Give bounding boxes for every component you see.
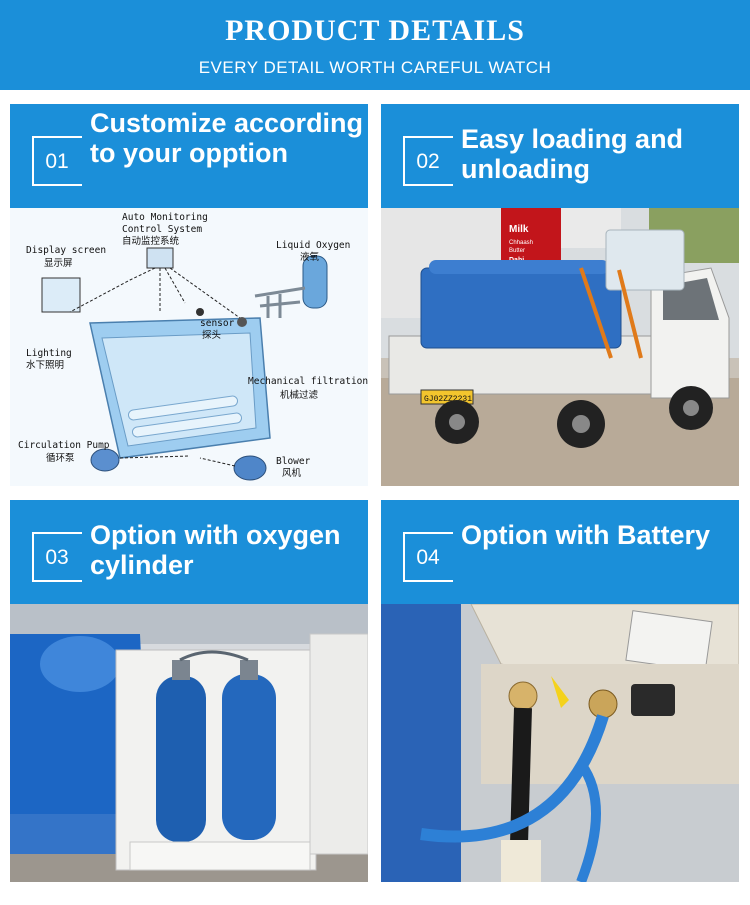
panel-customize: 01 Customize according to your opption A… — [10, 104, 368, 486]
label-mechanical-filtration: Mechanical filtration — [248, 376, 368, 387]
panel-battery: 04 Option with Battery — [381, 500, 739, 882]
label-lighting: Lighting — [26, 348, 72, 359]
system-diagram: Auto Monitoring Control System 自动监控系统 Di… — [10, 208, 368, 486]
truck-photo: Milk Chhaash Butter Dahi GJ02ZZ2231 — [381, 208, 739, 486]
panel-title: Easy loading and unloading — [461, 124, 684, 184]
badge-number: 03 — [45, 546, 69, 569]
panel-header: 01 Customize according to your opption — [10, 104, 368, 208]
label-liquid-oxygen: Liquid Oxygen — [276, 240, 350, 251]
panel-header: 03 Option with oxygen cylinder — [10, 500, 368, 604]
badge-number: 02 — [416, 150, 440, 173]
label-liquid-oxygen-cn: 液氧 — [300, 251, 320, 263]
panel-oxygen-cylinder: 03 Option with oxygen cylinder — [10, 500, 368, 882]
label-control-system: Control System — [122, 224, 202, 235]
label-display-screen-cn: 显示屏 — [44, 258, 73, 269]
badge-number: 01 — [45, 150, 69, 173]
panel-title: Option with oxygen cylinder — [90, 520, 341, 580]
label-sensor: sensor — [200, 318, 235, 329]
truck-sign-butter: Butter — [509, 248, 525, 254]
label-blower-cn: 风机 — [282, 467, 302, 479]
label-circulation-pump: Circulation Pump — [18, 440, 110, 451]
number-badge: 03 — [32, 532, 82, 582]
number-badge: 04 — [403, 532, 453, 582]
panel-title: Option with Battery — [461, 520, 710, 550]
label-lighting-cn: 水下照明 — [26, 359, 64, 371]
number-badge: 01 — [32, 136, 82, 186]
panel-loading: 02 Easy loading and unloading Milk Chhaa… — [381, 104, 739, 486]
label-mechanical-filtration-cn: 机械过滤 — [280, 389, 319, 401]
panel-header: 04 Option with Battery — [381, 500, 739, 604]
truck-sign-chhaash: Chhaash — [509, 240, 533, 246]
header-banner: PRODUCT DETAILS EVERY DETAIL WORTH CAREF… — [0, 0, 750, 90]
panel-header: 02 Easy loading and unloading — [381, 104, 739, 208]
battery-photo — [381, 604, 739, 882]
oxygen-cylinder-photo — [10, 604, 368, 882]
label-sensor-cn: 探头 — [202, 329, 221, 341]
license-plate: GJ02ZZ2231 — [424, 395, 472, 404]
label-display-screen: Display screen — [26, 245, 106, 256]
panel-title: Customize according to your opption — [90, 108, 364, 168]
number-badge: 02 — [403, 136, 453, 186]
label-circulation-pump-cn: 循环泵 — [46, 452, 75, 464]
label-blower: Blower — [276, 456, 311, 467]
truck-sign-milk: Milk — [509, 224, 529, 235]
badge-number: 04 — [416, 546, 440, 569]
label-auto-monitoring: Auto Monitoring — [122, 212, 208, 223]
page-subtitle: EVERY DETAIL WORTH CAREFUL WATCH — [198, 58, 552, 77]
label-control-system-cn: 自动监控系统 — [122, 235, 180, 247]
page-title: PRODUCT DETAILS — [225, 14, 525, 47]
